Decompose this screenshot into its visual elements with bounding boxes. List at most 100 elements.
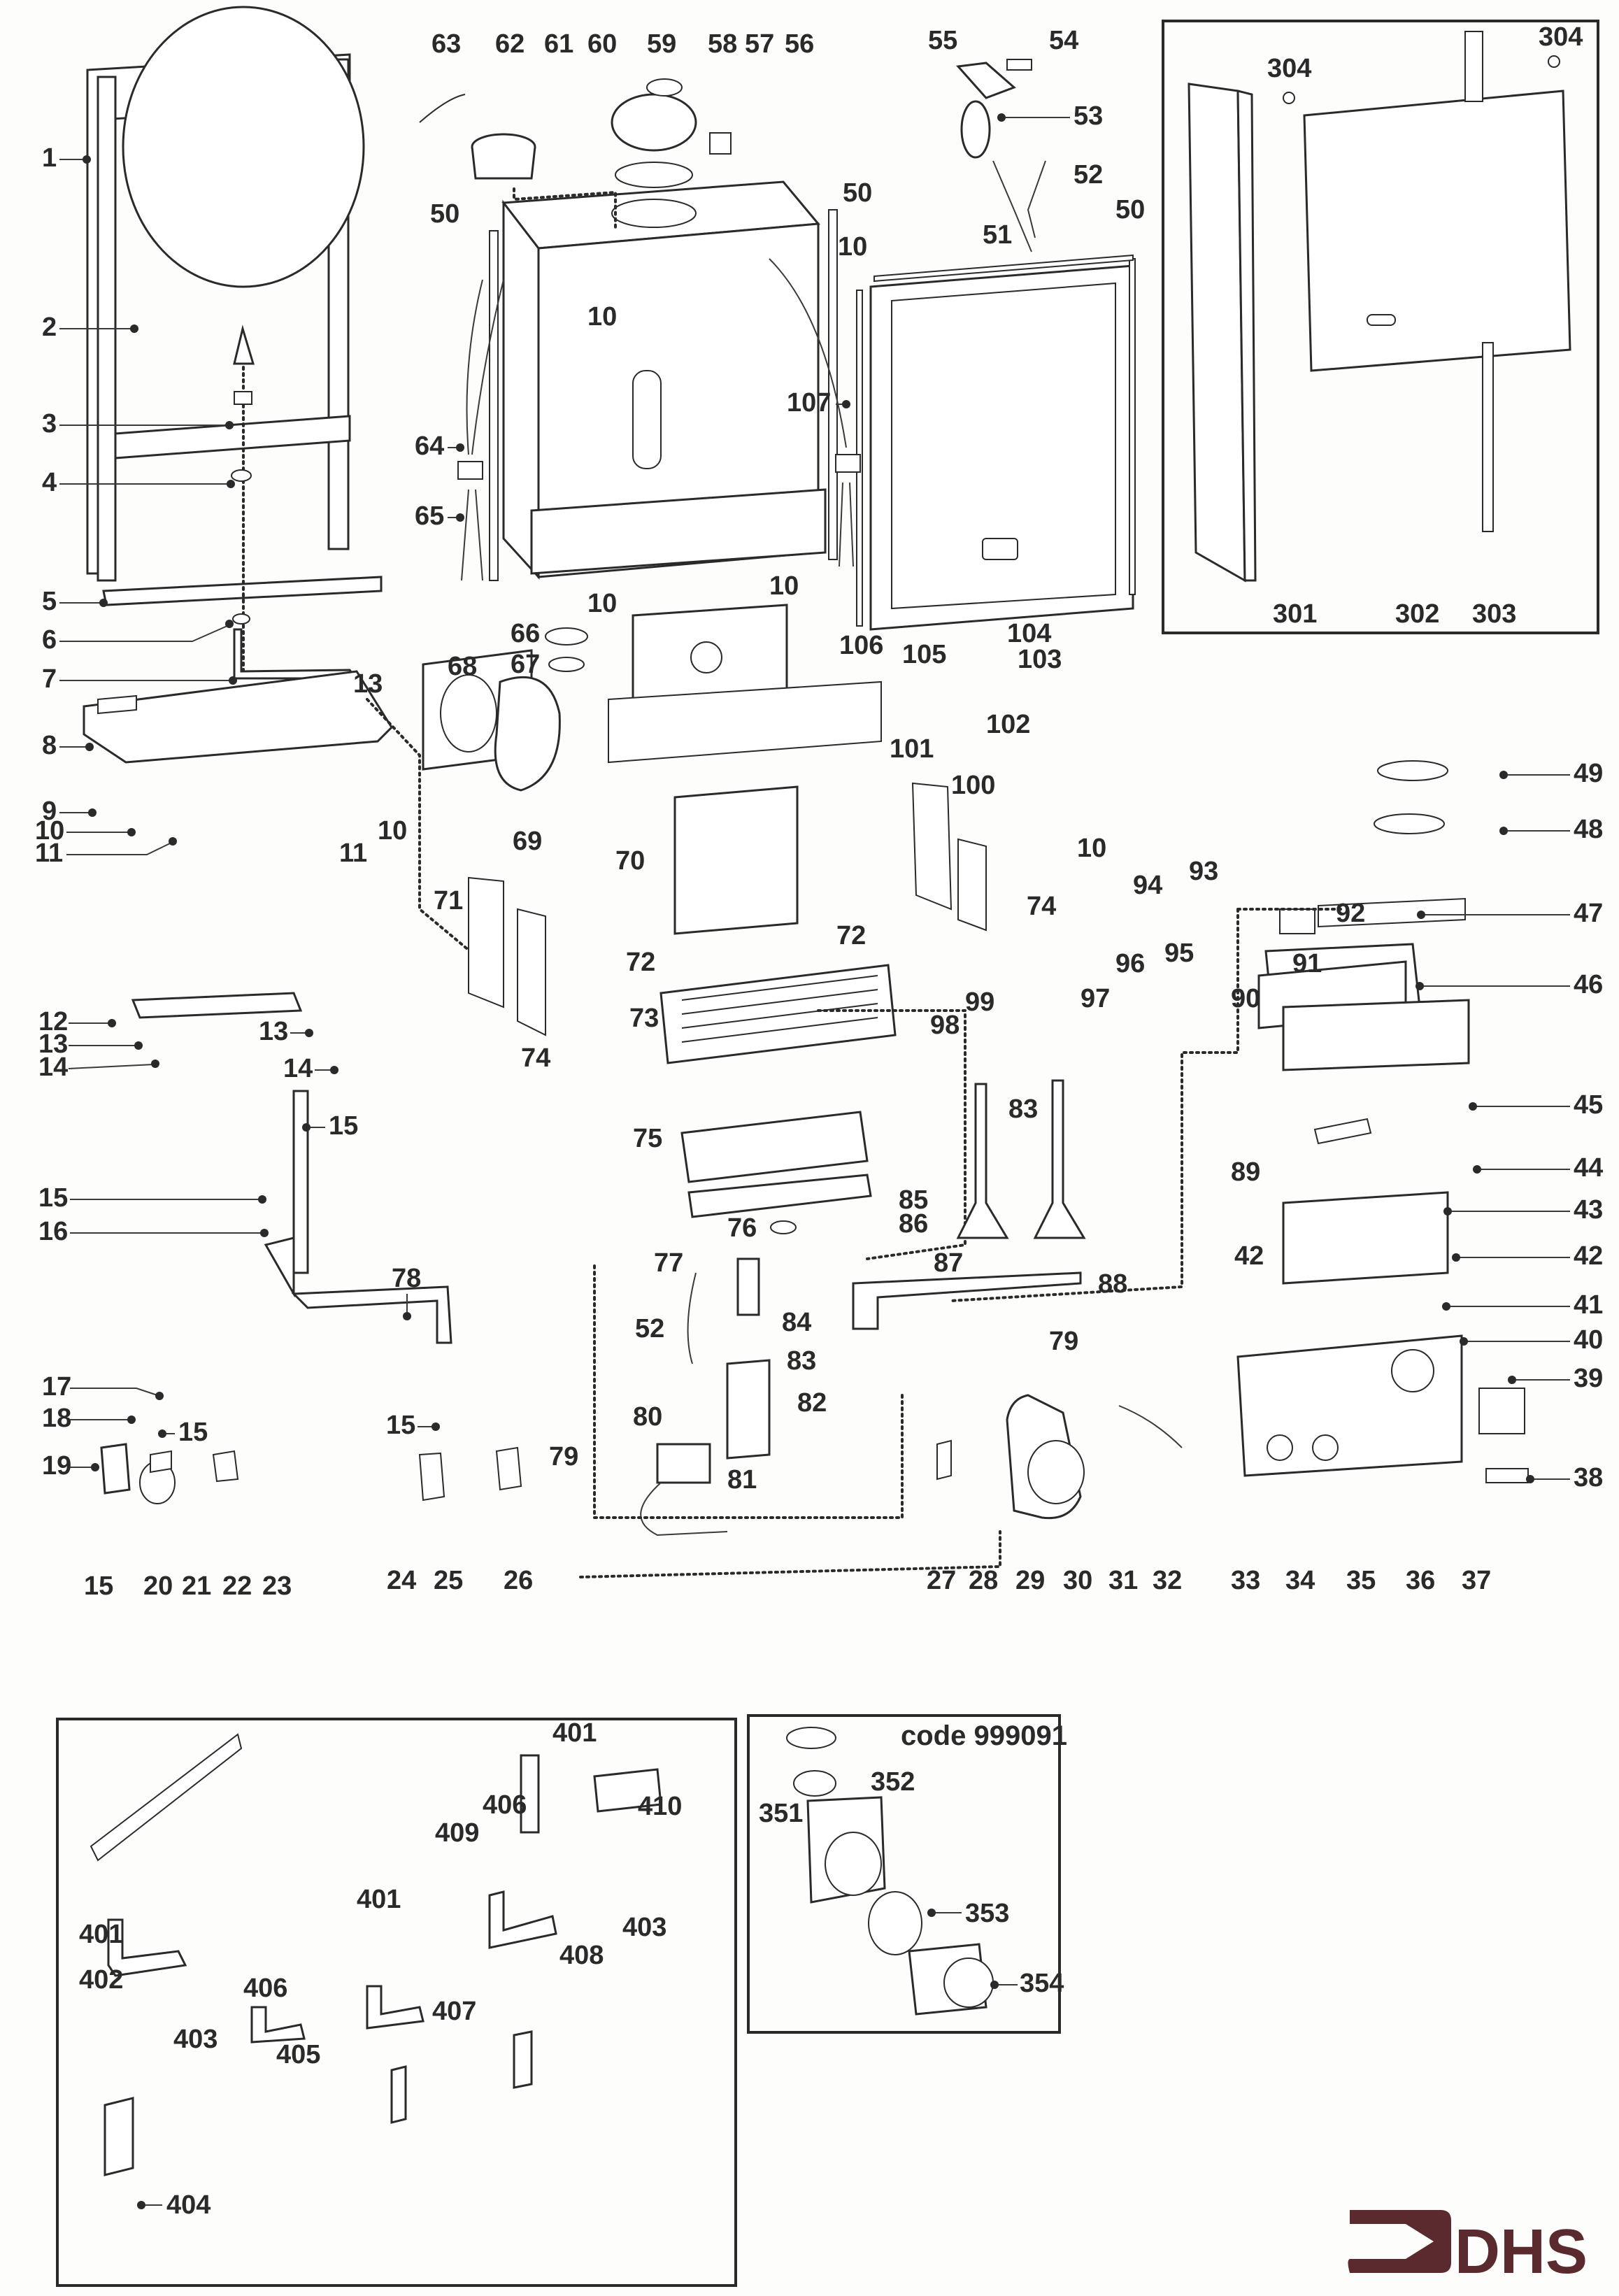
callout-17: 17 <box>42 1372 71 1402</box>
callout-76: 76 <box>727 1213 757 1243</box>
callout-83b: 83 <box>787 1346 816 1376</box>
callout-72b: 72 <box>836 921 866 950</box>
callout-36: 36 <box>1406 1566 1435 1595</box>
callout-11b: 11 <box>339 839 367 868</box>
callout-72a: 72 <box>626 948 655 977</box>
callout-7: 7 <box>42 664 57 694</box>
callout-16: 16 <box>38 1217 68 1246</box>
callout-88: 88 <box>1098 1269 1127 1299</box>
dhs-logo: DHS <box>1348 2210 1588 2287</box>
callout-69: 69 <box>513 827 542 856</box>
callout-354: 354 <box>1020 1969 1064 1998</box>
callout-101: 101 <box>890 734 934 764</box>
callout-401a: 401 <box>552 1718 597 1748</box>
callout-89: 89 <box>1231 1157 1260 1187</box>
callout-53: 53 <box>1074 101 1103 131</box>
callout-352: 352 <box>871 1767 915 1797</box>
flue-components <box>419 78 732 232</box>
expansion-vessel <box>122 6 365 288</box>
callout-15e: 15 <box>386 1411 415 1440</box>
callout-35: 35 <box>1346 1566 1376 1595</box>
dhs-logo-arrow-icon <box>1348 2210 1451 2273</box>
callout-95: 95 <box>1164 939 1194 968</box>
callout-104: 104 <box>1007 619 1051 648</box>
callout-303: 303 <box>1472 599 1516 629</box>
callout-353: 353 <box>965 1899 1009 1928</box>
callout-304b: 304 <box>1539 22 1583 52</box>
callout-99: 99 <box>965 987 994 1017</box>
callout-24: 24 <box>387 1566 416 1595</box>
callout-15b: 15 <box>38 1183 68 1213</box>
callout-34: 34 <box>1285 1566 1315 1595</box>
callout-51: 51 <box>983 220 1012 250</box>
callout-52a: 52 <box>1074 160 1103 190</box>
heat-exchanger-and-burner <box>659 964 967 1260</box>
callout-78: 78 <box>392 1264 421 1293</box>
callout-2: 2 <box>42 313 57 342</box>
callout-18: 18 <box>42 1404 71 1433</box>
callout-10a: 10 <box>35 816 64 846</box>
callout-5: 5 <box>42 587 57 616</box>
callout-301: 301 <box>1273 599 1317 629</box>
fan-and-combustion-box <box>422 604 987 1036</box>
callout-50a: 50 <box>430 199 459 229</box>
callout-46: 46 <box>1574 970 1603 999</box>
callout-407: 407 <box>432 1997 476 2026</box>
callout-302: 302 <box>1395 599 1439 629</box>
callout-33: 33 <box>1231 1566 1260 1595</box>
callout-4: 4 <box>42 468 57 497</box>
wiring-looms <box>457 258 861 581</box>
callout-90: 90 <box>1231 984 1260 1013</box>
callout-74b: 74 <box>521 1043 550 1073</box>
callout-68: 68 <box>448 652 477 681</box>
callout-10c: 10 <box>838 232 867 262</box>
callout-77: 77 <box>654 1248 683 1278</box>
callout-105: 105 <box>902 640 946 669</box>
callout-85: 85 <box>899 1185 928 1215</box>
callout-11a: 11 <box>35 839 63 868</box>
callout-96: 96 <box>1115 949 1145 978</box>
callout-55: 55 <box>928 26 957 55</box>
callout-40: 40 <box>1574 1325 1603 1355</box>
callout-44: 44 <box>1574 1153 1603 1183</box>
combustion-chamber-casing <box>489 180 838 581</box>
callout-106: 106 <box>839 631 883 660</box>
callout-79b: 79 <box>1049 1327 1078 1356</box>
callout-102: 102 <box>986 710 1030 739</box>
callout-19: 19 <box>42 1451 71 1481</box>
callout-15c: 15 <box>178 1418 208 1447</box>
callout-351: 351 <box>759 1799 803 1828</box>
callout-52b: 52 <box>635 1314 664 1343</box>
callout-94: 94 <box>1133 871 1162 900</box>
callout-406a: 406 <box>483 1790 527 1820</box>
callout-66: 66 <box>511 619 540 648</box>
callout-9: 9 <box>42 797 57 826</box>
callout-63: 63 <box>432 29 461 59</box>
callout-10e: 10 <box>769 571 799 601</box>
callout-31: 31 <box>1108 1566 1138 1595</box>
callout-23: 23 <box>262 1571 292 1601</box>
callout-406b: 406 <box>243 1974 287 2003</box>
callout-38: 38 <box>1574 1463 1603 1492</box>
callout-71: 71 <box>434 886 463 915</box>
callout-48: 48 <box>1574 815 1603 844</box>
callout-13b: 13 <box>38 1029 68 1059</box>
callout-409: 409 <box>435 1818 479 1848</box>
callout-15a: 15 <box>329 1111 358 1141</box>
callout-70: 70 <box>615 846 645 876</box>
pipe-and-bracket-assembly <box>83 628 505 981</box>
callout-61: 61 <box>544 29 573 59</box>
callout-404: 404 <box>166 2190 211 2220</box>
callout-27: 27 <box>927 1566 956 1595</box>
callout-97: 97 <box>1080 984 1110 1013</box>
connection-kit-frame <box>56 1718 737 2287</box>
callout-50b: 50 <box>843 178 872 208</box>
frame-and-expansion-vessel <box>86 6 383 673</box>
callout-37: 37 <box>1462 1566 1491 1595</box>
callout-401c: 401 <box>79 1920 123 1949</box>
callout-98: 98 <box>930 1011 960 1040</box>
callout-403a: 403 <box>622 1913 666 1942</box>
callout-26: 26 <box>504 1566 533 1595</box>
callout-10g: 10 <box>1077 834 1106 863</box>
